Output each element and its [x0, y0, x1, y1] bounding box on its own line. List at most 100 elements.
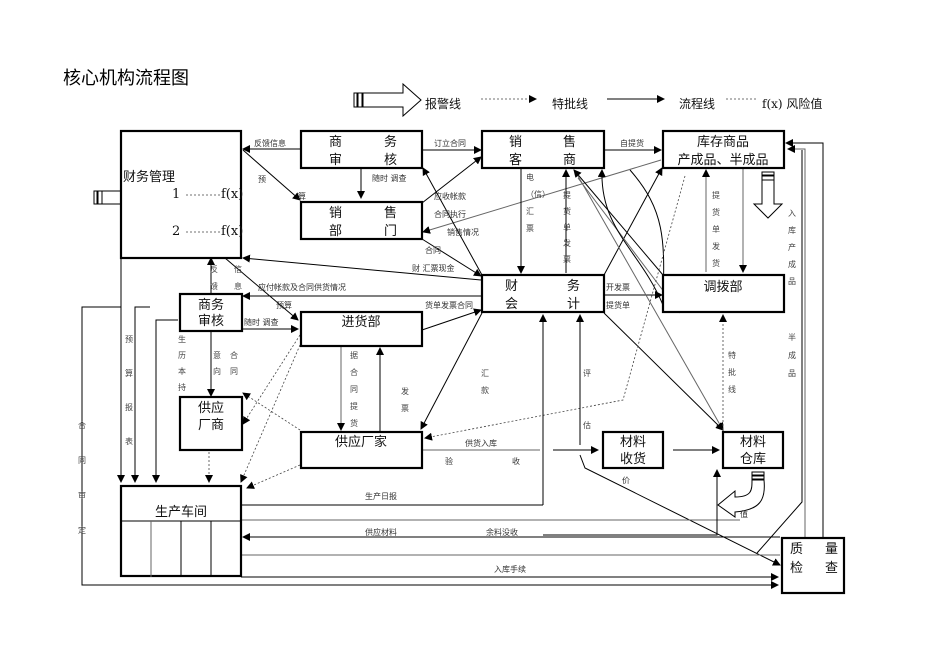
- svg-text:库存商品: 库存商品: [697, 134, 749, 150]
- vertical-label-pickup-ship: 单: [712, 224, 720, 234]
- vertical-label-telegraph: （信）: [526, 189, 550, 199]
- svg-text:调拨部: 调拨部: [703, 280, 742, 295]
- label-pickup-bill: 提货单: [606, 300, 630, 310]
- svg-text:客: 客: [509, 152, 522, 168]
- vertical-label-special: 特: [728, 350, 736, 360]
- svg-text:供应厂家: 供应厂家: [335, 434, 387, 450]
- alarm-arrow-icon: [353, 82, 422, 118]
- vertical-label-by-contract: 据: [350, 350, 358, 360]
- node-purchasing[interactable]: 进货部: [299, 310, 424, 348]
- vertical-label-contract-review: 定: [78, 525, 86, 535]
- label-inspect-b: 收: [512, 456, 520, 466]
- vertical-label-feedback: 反: [210, 264, 218, 274]
- alarm-arrow-warehouse-icon: [717, 471, 765, 518]
- node-sales-department[interactable]: 销 售 部 门: [299, 200, 424, 241]
- vertical-label-by-contract: 提: [350, 401, 358, 411]
- vertical-label-storage-finished: 品: [788, 277, 796, 286]
- label-inspect-a: 验: [445, 456, 453, 466]
- vertical-label-pickup-ship: 发: [712, 241, 720, 251]
- vertical-label-contract-review: 合: [78, 420, 86, 430]
- svg-text:销: 销: [329, 206, 342, 221]
- node-material-receiving[interactable]: 材料 收货: [601, 430, 665, 470]
- legend-special-line: 特批线: [552, 96, 588, 111]
- svg-text:会: 会: [505, 297, 518, 312]
- svg-text:核: 核: [384, 153, 397, 168]
- vertical-label-special: 线: [728, 384, 736, 394]
- alarm-arrow-inventory-icon: [752, 171, 784, 219]
- label-supply-in: 供货入库: [465, 438, 497, 448]
- vertical-label-budget-report: 表: [125, 436, 133, 446]
- label-storage-procedure: 入库手续: [494, 564, 526, 574]
- vertical-label-pickup-ship: 提: [712, 190, 720, 200]
- vertical-label-intent: 向: [213, 366, 221, 376]
- label-budget-yu: 预: [258, 174, 266, 184]
- vertical-label-storage-finished: 库: [788, 225, 796, 235]
- node-production[interactable]: 生产车间: [119, 484, 243, 578]
- vertical-label-telegraph: 电: [526, 172, 534, 182]
- node-business-review-left[interactable]: 商务 审核: [178, 292, 244, 333]
- vertical-label-pickup-invoice: 单: [563, 222, 571, 232]
- node-accounting[interactable]: 财 务 会 计: [480, 273, 606, 314]
- node-finance-management[interactable]: 财务管理 1 f(x) 2 f(x): [119, 129, 243, 260]
- vertical-label-info: 息: [234, 281, 242, 291]
- svg-text:收货: 收货: [620, 451, 646, 467]
- vertical-label-remit: 汇: [481, 369, 489, 378]
- legend-flow-line: 流程线: [679, 96, 715, 111]
- vertical-label-semi-finished: 半: [788, 332, 796, 342]
- vertical-label-budget-report: 算: [125, 368, 133, 378]
- svg-text:计: 计: [567, 297, 580, 312]
- vertical-label-pickup-ship: 货: [712, 258, 720, 268]
- vertical-label-intent: 意: [213, 350, 221, 360]
- label-sales-status: 销售情况: [447, 227, 479, 237]
- label-finance-cash: 财 汇票现金: [412, 263, 455, 273]
- label-budget: 预算: [276, 300, 292, 310]
- svg-text:审核: 审核: [198, 314, 224, 329]
- svg-text:质: 质: [790, 542, 803, 557]
- vertical-label-pickup-invoice: 提: [563, 190, 571, 200]
- label-leftover-recovery: 余料没收: [486, 527, 518, 537]
- node-business-review-top[interactable]: 商 务 审 核: [299, 129, 424, 170]
- edge-labels: 反馈信息 订立合同 自提货 随时 调查 预 算 应收帐款 合同执行 销售情况 合…: [244, 138, 748, 574]
- svg-text:材料: 材料: [740, 435, 766, 450]
- legend-risk-value: f(x) 风险值: [762, 96, 822, 111]
- svg-text:审: 审: [329, 153, 342, 168]
- svg-text:仓库: 仓库: [740, 451, 766, 467]
- vertical-label-special: 批: [728, 367, 736, 377]
- page-title: 核心机构流程图: [63, 68, 189, 89]
- legend: 报警线 特批线 流程线 f(x) 风险值: [353, 82, 822, 118]
- node-inventory[interactable]: 库存商品 产成品、半成品: [661, 129, 786, 170]
- svg-text:检: 检: [790, 561, 803, 576]
- svg-text:务: 务: [567, 278, 580, 294]
- node-dispatch[interactable]: 调拨部: [661, 273, 786, 314]
- label-check-anytime-2: 随时 调查: [244, 317, 279, 327]
- svg-text:商: 商: [329, 135, 342, 150]
- vertical-label-pickup-invoice: 货: [563, 206, 571, 216]
- label-check-anytime: 随时 调查: [372, 173, 407, 183]
- node-quality-check[interactable]: 质 量 检 查: [780, 536, 846, 595]
- vertical-label-remit: 款: [481, 385, 489, 395]
- vertical-label-pickup-invoice: 发: [563, 238, 571, 248]
- vertical-label-pickup-ship: 货: [712, 207, 720, 217]
- label-issue-invoice: 开发票: [606, 282, 630, 292]
- vertical-label-evaluate: 估: [583, 420, 591, 430]
- vertical-label-by-contract: 同: [350, 385, 358, 394]
- node-supplier-factory[interactable]: 供应厂家: [299, 430, 424, 470]
- vertical-label-semi-finished: 品: [788, 369, 796, 378]
- vertical-label-telegraph: 汇: [526, 207, 534, 216]
- svg-text:财务管理: 财务管理: [123, 169, 175, 185]
- node-sales-customer[interactable]: 销 售 客 商: [480, 129, 606, 170]
- node-material-warehouse[interactable]: 材料 仓库: [721, 430, 785, 470]
- legend-alarm-line: 报警线: [425, 96, 461, 111]
- svg-text:材料: 材料: [620, 435, 646, 450]
- vertical-label-storage-finished: 成: [788, 259, 796, 269]
- svg-text:厂商: 厂商: [198, 418, 224, 433]
- node-supplier-vendor[interactable]: 供应 厂商: [178, 395, 244, 452]
- svg-text:1: 1: [172, 187, 180, 202]
- label-receivable: 应收帐款: [434, 191, 466, 201]
- vertical-label-info: 信: [234, 264, 242, 274]
- svg-text:财: 财: [505, 279, 518, 294]
- vertical-label-telegraph: 票: [526, 224, 534, 233]
- vertical-label-cost: 本: [178, 366, 186, 376]
- label-invoice-contract: 货单发票合同: [425, 300, 473, 310]
